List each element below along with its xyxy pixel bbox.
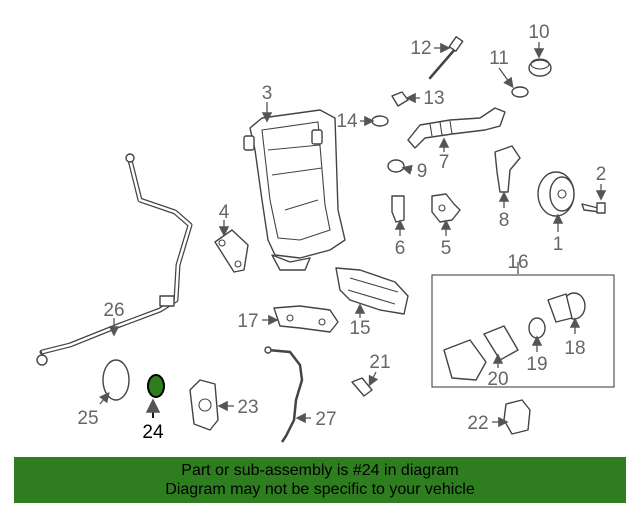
- callout-13[interactable]: 13: [423, 88, 444, 109]
- part-22-housing[interactable]: [503, 399, 531, 435]
- callout-9[interactable]: 9: [417, 161, 428, 182]
- part-21-sensor[interactable]: [351, 377, 373, 397]
- part-11-o-ring[interactable]: [511, 86, 529, 98]
- leader-lines: [99, 42, 607, 428]
- callout-27[interactable]: 27: [315, 409, 336, 430]
- banner-line-disclaimer: Diagram may not be specific to your vehi…: [165, 481, 475, 498]
- callout-2[interactable]: 2: [596, 164, 607, 185]
- callout-26[interactable]: 26: [103, 300, 124, 321]
- part-23-cover[interactable]: [189, 379, 219, 431]
- part-4-bracket[interactable]: [214, 229, 249, 273]
- callout-25[interactable]: 25: [77, 408, 98, 429]
- callout-3[interactable]: 3: [262, 83, 273, 104]
- part-20-filter-element[interactable]: [443, 325, 519, 381]
- callout-17[interactable]: 17: [237, 311, 258, 332]
- callout-1[interactable]: 1: [553, 234, 564, 255]
- callout-6[interactable]: 6: [395, 238, 406, 259]
- part-9-seal[interactable]: [387, 159, 405, 173]
- callout-22[interactable]: 22: [467, 413, 488, 434]
- part-12-dipstick[interactable]: [428, 36, 464, 80]
- callout-16[interactable]: 16: [507, 252, 528, 273]
- part-6-gasket[interactable]: [391, 195, 405, 223]
- part-24-seal-highlighted[interactable]: [147, 374, 165, 398]
- callout-5[interactable]: 5: [441, 238, 452, 259]
- part-25-seal-ring[interactable]: [102, 359, 130, 401]
- part-27-cable[interactable]: [264, 346, 304, 443]
- callout-15[interactable]: 15: [349, 318, 370, 339]
- part-18-filter-cap[interactable]: [547, 292, 586, 323]
- callout-8[interactable]: 8: [499, 210, 510, 231]
- callout-24-highlighted[interactable]: 24: [142, 422, 164, 443]
- part-3-oil-reservoir[interactable]: [243, 109, 346, 271]
- part-10-cap[interactable]: [528, 58, 552, 77]
- kit-16-box: [431, 274, 615, 388]
- part-26-oil-pipe[interactable]: [36, 153, 193, 366]
- part-17-gasket[interactable]: [273, 305, 339, 333]
- part-5-valve[interactable]: [431, 193, 461, 223]
- callout-20[interactable]: 20: [487, 369, 508, 390]
- selected-part-banner: Part or sub-assembly is #24 in diagram D…: [14, 457, 626, 503]
- part-14-seal[interactable]: [371, 115, 389, 127]
- part-19-o-ring[interactable]: [528, 317, 546, 339]
- part-8-bracket[interactable]: [494, 145, 521, 193]
- exploded-parts-diagram: 3 4 26 12 10 11 13 14 9 7 8 1 2 6 5 16 1…: [36, 22, 615, 443]
- callout-21[interactable]: 21: [369, 352, 390, 373]
- callout-18[interactable]: 18: [564, 338, 585, 359]
- callout-4[interactable]: 4: [219, 202, 230, 223]
- banner-line-part-number: Part or sub-assembly is #24 in diagram: [181, 462, 459, 479]
- part-7-hose[interactable]: [407, 107, 506, 149]
- callout-12[interactable]: 12: [410, 38, 431, 59]
- part-15-heat-shield[interactable]: [335, 267, 409, 315]
- callout-labels: 3 4 26 12 10 11 13 14 9 7 8 1 2 6 5 16 1…: [77, 22, 606, 443]
- callout-11[interactable]: 11: [489, 48, 509, 69]
- callout-10[interactable]: 10: [528, 22, 549, 43]
- part-1-pulley[interactable]: [537, 171, 575, 217]
- callout-23[interactable]: 23: [237, 397, 258, 418]
- part-13-clip[interactable]: [391, 91, 409, 107]
- callout-7[interactable]: 7: [439, 152, 450, 173]
- callout-14[interactable]: 14: [336, 111, 358, 132]
- callout-19[interactable]: 19: [526, 354, 547, 375]
- part-2-bolt[interactable]: [581, 202, 606, 214]
